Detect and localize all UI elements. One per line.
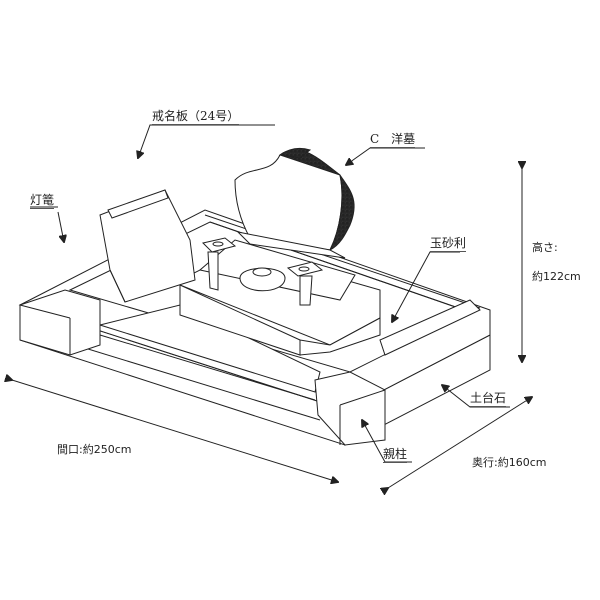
- label-lantern: 灯篭: [30, 193, 55, 209]
- label-western-monument: C 洋墓: [370, 132, 416, 148]
- label-foundation-stone: 土台石: [470, 391, 507, 407]
- flower-vases: [202, 237, 324, 306]
- gravel-area: [379, 299, 481, 356]
- label-gravel: 玉砂利: [430, 236, 467, 252]
- epitaph-plate: [99, 189, 196, 303]
- western-style-monument: [234, 147, 355, 259]
- label-corner-pillar: 親柱: [383, 447, 408, 463]
- monument-base: [179, 239, 381, 356]
- height-label: 高さ:: [532, 241, 558, 254]
- label-epitaph-plate: 戒名板（24号）: [152, 109, 240, 125]
- height-value: 約122cm: [532, 270, 581, 283]
- dimension-arrows: [12, 168, 532, 488]
- depth-dimension: 奥行:約160cm: [472, 456, 547, 469]
- width-dimension: 間口:約250cm: [57, 443, 132, 456]
